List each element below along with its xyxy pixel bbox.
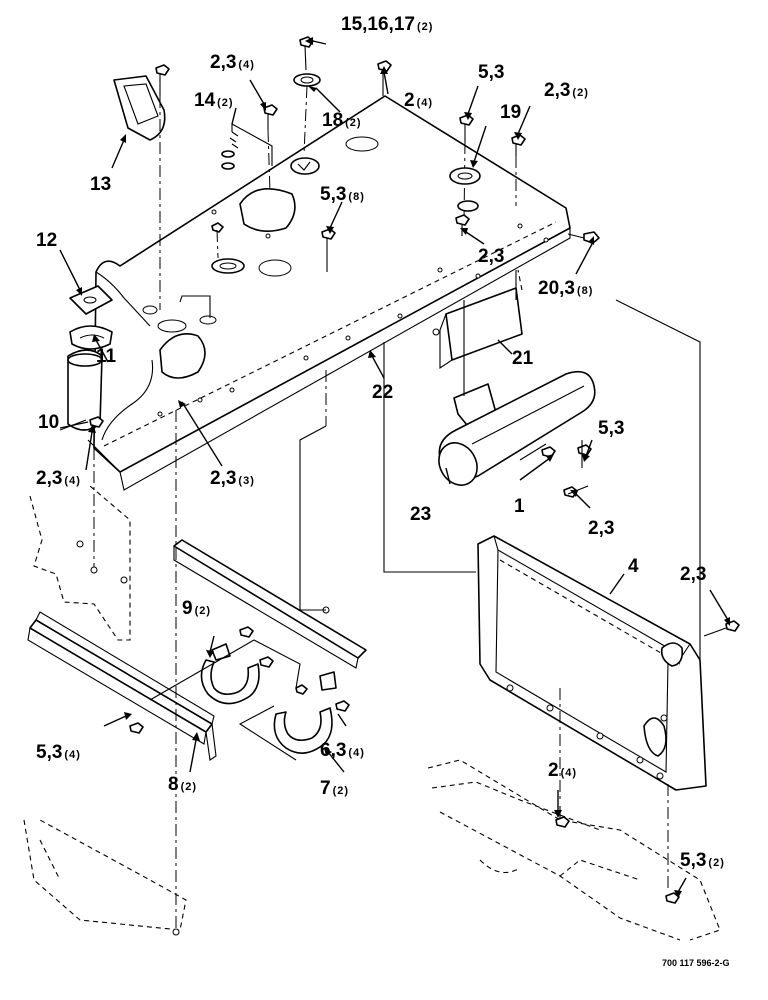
- callout-11: 11: [96, 346, 117, 367]
- callout-8: 8(2): [168, 774, 197, 795]
- callout-7: 7(2): [320, 778, 349, 799]
- callout-labels: 15,16,17(2) 2,3(4) 2(4) 5,3 2,3(2) 14(2)…: [36, 14, 725, 871]
- deck-plate: [87, 95, 571, 491]
- callout-9: 9(2): [182, 598, 211, 619]
- rails: [27, 539, 367, 761]
- callout-2-bottom: 2(4): [548, 760, 577, 781]
- hose-clamp-assembly: [59, 285, 154, 570]
- callout-14: 14(2): [194, 90, 234, 111]
- frame-left-ghost: [23, 485, 187, 936]
- callout-12: 12: [36, 230, 57, 251]
- leader-lines: [59, 37, 730, 898]
- callout-2-3-far: 2,3: [680, 564, 706, 585]
- callout-2-3-mid: 2,3: [478, 246, 504, 267]
- callout-22: 22: [372, 382, 393, 403]
- callout-19: 19: [500, 102, 521, 123]
- callout-2-3-top-right: 2,3(2): [544, 80, 589, 101]
- callout-2-3-left: 2,3(4): [36, 468, 81, 489]
- callout-6-3: 6,3(4): [320, 740, 365, 761]
- callout-2-3-top-a: 2,3(4): [210, 52, 255, 73]
- drawing-code: 700 117 596-2-G: [662, 958, 730, 968]
- callout-5-3-mid: 5,3(8): [320, 184, 365, 205]
- callout-15-16-17: 15,16,17(2): [341, 14, 433, 35]
- callout-18: 18(2): [322, 110, 362, 131]
- callout-23: 23: [410, 504, 431, 525]
- muffler-assembly: [432, 269, 596, 498]
- callout-5-3-top: 5,3: [478, 62, 504, 83]
- callout-5-3-right: 5,3: [598, 418, 624, 439]
- centerlines: [175, 270, 701, 930]
- callout-20-3: 20,3(8): [538, 278, 593, 299]
- callout-2-3-center: 2,3(3): [210, 468, 255, 489]
- callout-21: 21: [512, 348, 534, 369]
- strap-clamps: [149, 626, 350, 761]
- callout-2-3-low: 2,3: [588, 518, 614, 539]
- callout-2-top: 2(4): [404, 90, 433, 111]
- callout-5-3-bottom-right: 5,3(2): [680, 850, 725, 871]
- callout-10: 10: [38, 412, 59, 433]
- chassis-ghost: [427, 759, 721, 941]
- shield-panel: [477, 535, 740, 791]
- callout-1: 1: [514, 496, 525, 517]
- callout-4: 4: [628, 556, 639, 577]
- callout-5-3-bottom-left: 5,3(4): [36, 742, 81, 763]
- callout-13: 13: [90, 174, 111, 195]
